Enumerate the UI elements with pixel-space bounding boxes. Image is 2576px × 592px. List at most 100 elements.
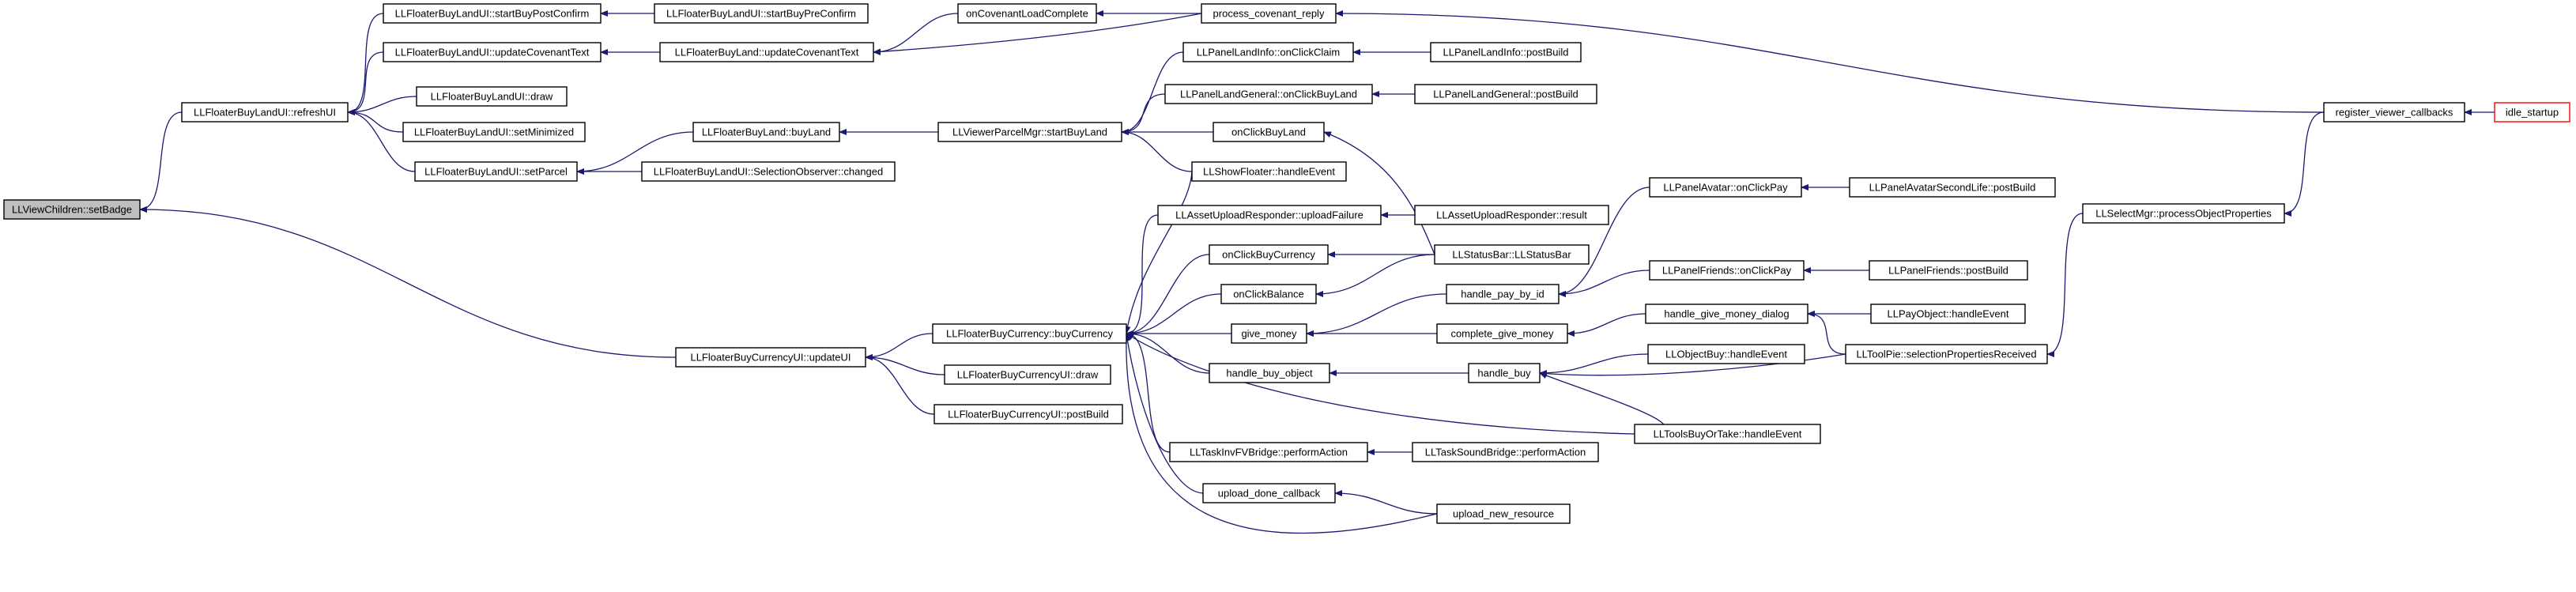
node-box xyxy=(1436,503,1571,524)
node-on-click-buy-land[interactable]: onClickBuyLand xyxy=(1213,122,1325,142)
node-ui-update-covenant-text[interactable]: LLFloaterBuyLandUI::updateCovenantText xyxy=(383,42,602,62)
node-start-buy-post-confirm[interactable]: LLFloaterBuyLandUI::startBuyPostConfirm xyxy=(383,3,602,24)
node-label: complete_give_money xyxy=(1450,328,1554,340)
node-uploader-result[interactable]: LLAssetUploadResponder::result xyxy=(1414,205,1609,225)
node-buy-currency[interactable]: LLFloaterBuyCurrency::buyCurrency xyxy=(932,323,1127,344)
node-land-info-on-click-claim[interactable]: LLPanelLandInfo::onClickClaim xyxy=(1182,42,1354,62)
node-on-click-buy-currency[interactable]: onClickBuyCurrency xyxy=(1209,244,1329,265)
node-land-general-post-build[interactable]: LLPanelLandGeneral::postBuild xyxy=(1414,84,1597,104)
node-handle-pay-by-id[interactable]: handle_pay_by_id xyxy=(1446,284,1560,304)
node-box xyxy=(641,161,896,182)
edge-upload-failure-to-buy-currency xyxy=(1126,214,1159,337)
node-friends-on-click-pay[interactable]: LLPanelFriends::onClickPay xyxy=(1649,260,1805,281)
node-box xyxy=(1182,42,1354,62)
node-avatar-second-life-post-build[interactable]: LLPanelAvatarSecondLife::postBuild xyxy=(1849,177,2056,198)
node-on-click-balance[interactable]: onClickBalance xyxy=(1220,284,1317,304)
edge-set-parcel-to-refresh-ui xyxy=(347,109,416,172)
node-handle-buy-object[interactable]: handle_buy_object xyxy=(1209,363,1330,383)
node-currency-update-ui[interactable]: LLFloaterBuyCurrencyUI::updateUI xyxy=(675,347,866,368)
node-refresh-ui[interactable]: LLFloaterBuyLandUI::refreshUI xyxy=(181,102,349,123)
node-label: LLAssetUploadResponder::uploadFailure xyxy=(1175,209,1363,221)
node-label: LLFloaterBuyCurrencyUI::updateUI xyxy=(690,352,850,364)
node-start-buy-land[interactable]: LLViewerParcelMgr::startBuyLand xyxy=(937,122,1122,142)
node-label: LLPanelFriends::postBuild xyxy=(1888,265,2008,277)
node-label: onClickBuyLand xyxy=(1231,126,1306,138)
node-set-badge[interactable]: LLViewChildren::setBadge xyxy=(3,199,141,220)
node-land-general-on-click-buy-land[interactable]: LLPanelLandGeneral::onClickBuyLand xyxy=(1164,84,1373,104)
node-box xyxy=(2082,203,2285,224)
node-selection-props-received[interactable]: LLToolPie::selectionPropertiesReceived xyxy=(1845,344,2048,364)
node-box xyxy=(1191,161,1347,182)
node-land-ui-draw[interactable]: LLFloaterBuyLandUI::draw xyxy=(416,86,568,107)
node-currency-ui-draw[interactable]: LLFloaterBuyCurrencyUI::draw xyxy=(944,364,1111,385)
node-complete-give-money[interactable]: complete_give_money xyxy=(1436,323,1568,344)
edge-currency-ui-draw-to-currency-update-ui xyxy=(865,354,945,375)
edge-object-buy-to-handle-buy xyxy=(1539,353,1649,376)
node-set-parcel[interactable]: LLFloaterBuyLandUI::setParcel xyxy=(414,161,578,182)
node-box xyxy=(1634,424,1821,444)
node-box xyxy=(1414,205,1609,225)
node-label: upload_done_callback xyxy=(1218,488,1321,500)
node-box xyxy=(1430,42,1582,62)
node-label: LLPanelLandInfo::onClickClaim xyxy=(1197,47,1340,58)
node-box xyxy=(692,122,840,142)
node-label: handle_buy xyxy=(1477,368,1531,379)
node-handle-buy[interactable]: handle_buy xyxy=(1468,363,1541,383)
node-box xyxy=(654,3,869,24)
edge-buy-currency-to-currency-update-ui xyxy=(865,333,933,360)
node-land-update-covenant-text[interactable]: LLFloaterBuyLand::updateCovenantText xyxy=(659,42,874,62)
node-set-minimized[interactable]: LLFloaterBuyLandUI::setMinimized xyxy=(402,122,586,142)
node-label: LLToolPie::selectionPropertiesReceived xyxy=(1856,349,2036,360)
node-upload-new-resource[interactable]: upload_new_resource xyxy=(1436,503,1571,524)
node-process-covenant-reply[interactable]: process_covenant_reply xyxy=(1201,3,1337,24)
edge-land-info-on-click-claim-to-start-buy-land xyxy=(1121,51,1184,135)
edge-avatar-on-click-pay-to-handle-pay-by-id xyxy=(1558,187,1650,297)
node-label: LLToolsBuyOrTake::handleEvent xyxy=(1654,428,1802,440)
node-box xyxy=(1446,284,1560,304)
edge-show-floater-to-buy-currency xyxy=(1124,171,1193,334)
node-give-money-dialog[interactable]: handle_give_money_dialog xyxy=(1645,304,1808,324)
edge-upload-new-resource-to-upload-done-callback xyxy=(1334,490,1438,515)
node-box xyxy=(1845,344,2048,364)
node-process-object-properties[interactable]: LLSelectMgr::processObjectProperties xyxy=(2082,203,2285,224)
node-status-bar[interactable]: LLStatusBar::LLStatusBar xyxy=(1434,244,1590,265)
node-give-money[interactable]: give_money xyxy=(1231,323,1307,344)
edge-land-general-on-click-buy-land-to-start-buy-land xyxy=(1121,93,1166,135)
node-inv-fvperform-action[interactable]: LLTaskInvFVBridge::performAction xyxy=(1169,442,1368,462)
node-object-buy[interactable]: LLObjectBuy::handleEvent xyxy=(1647,344,1805,364)
node-sound-perform-action[interactable]: LLTaskSoundBridge::performAction xyxy=(1412,442,1599,462)
node-box xyxy=(1414,84,1597,104)
node-label: idle_startup xyxy=(2506,107,2559,119)
node-upload-failure[interactable]: LLAssetUploadResponder::uploadFailure xyxy=(1157,205,1382,225)
edge-refresh-ui-to-set-badge xyxy=(139,111,183,213)
node-on-covenant-load-complete[interactable]: onCovenantLoadComplete xyxy=(957,3,1097,24)
node-start-buy-pre-confirm[interactable]: LLFloaterBuyLandUI::startBuyPreConfirm xyxy=(654,3,869,24)
node-idle-startup[interactable]: idle_startup xyxy=(2494,102,2570,123)
node-label: register_viewer_callbacks xyxy=(2336,107,2453,119)
edge-friends-on-click-pay-to-handle-pay-by-id xyxy=(1558,270,1650,297)
node-label: LLFloaterBuyLandUI::refreshUI xyxy=(194,107,336,119)
node-avatar-on-click-pay[interactable]: LLPanelAvatar::onClickPay xyxy=(1649,177,1802,198)
node-label: LLObjectBuy::handleEvent xyxy=(1665,349,1787,360)
node-label: LLFloaterBuyLandUI::setMinimized xyxy=(414,126,574,138)
node-buy-or-take[interactable]: LLToolsBuyOrTake::handleEvent xyxy=(1634,424,1821,444)
node-label: LLPanelAvatarSecondLife::postBuild xyxy=(1869,182,2036,194)
node-label: process_covenant_reply xyxy=(1213,8,1325,20)
node-label: LLStatusBar::LLStatusBar xyxy=(1452,249,1571,261)
node-show-floater[interactable]: LLShowFloater::handleEvent xyxy=(1191,161,1347,182)
node-friends-post-build[interactable]: LLPanelFriends::postBuild xyxy=(1869,260,2028,281)
node-label: LLFloaterBuyLandUI::draw xyxy=(431,91,553,103)
node-currency-ui-post-build[interactable]: LLFloaterBuyCurrencyUI::postBuild xyxy=(933,404,1123,424)
node-land-info-post-build[interactable]: LLPanelLandInfo::postBuild xyxy=(1430,42,1582,62)
edge-process-covenant-reply-to-land-update-covenant-text xyxy=(873,13,1202,55)
node-box xyxy=(181,102,349,123)
node-box xyxy=(944,364,1111,385)
node-upload-done-callback[interactable]: upload_done_callback xyxy=(1202,483,1336,503)
node-register-viewer-callbacks[interactable]: register_viewer_callbacks xyxy=(2323,102,2465,123)
node-box xyxy=(675,347,866,368)
node-selection-observer[interactable]: LLFloaterBuyLandUI::SelectionObserver::c… xyxy=(641,161,896,182)
node-pay-object[interactable]: LLPayObject::handleEvent xyxy=(1870,304,2026,324)
node-buy-land[interactable]: LLFloaterBuyLand::buyLand xyxy=(692,122,840,142)
node-box xyxy=(402,122,586,142)
edge-ui-update-covenant-text-to-refresh-ui xyxy=(347,51,384,115)
